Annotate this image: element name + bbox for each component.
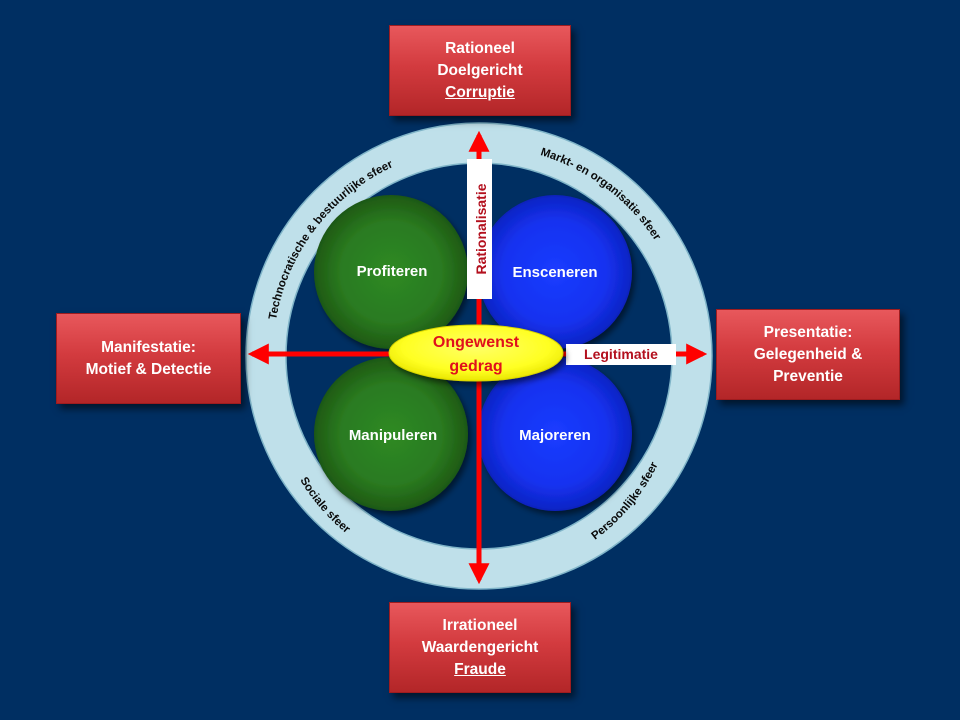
center-label-line2: gedrag (449, 358, 502, 375)
circle-manipuleren (314, 357, 468, 511)
box-rationeel: Rationeel Doelgericht Corruptie (389, 25, 571, 116)
box-manifestatie: Manifestatie: Motief & Detectie (56, 313, 241, 404)
center-ellipse (388, 324, 564, 382)
circle-profiteren (314, 195, 468, 349)
circle-ensceneren (478, 195, 632, 349)
box-presentatie: Presentatie: Gelegenheid & Preventie (716, 309, 900, 400)
box-bottom-line3: Fraude (454, 660, 506, 678)
box-top-line2: Doelgericht (437, 61, 523, 79)
outer-ring-edge (245, 122, 713, 590)
box-top-line1: Rationeel (445, 39, 515, 57)
circle-majoreren (478, 357, 632, 511)
box-top-line3: Corruptie (445, 83, 515, 101)
axis-label-rationalisatie: Rationalisatie (473, 183, 489, 274)
legitimatie-label-bg (566, 344, 676, 365)
axis-label-legitimatie: Legitimatie (584, 346, 658, 362)
box-bottom-line1: Irrationeel (442, 616, 518, 634)
box-irrationeel: Irrationeel Waardengericht Fraude (389, 602, 571, 693)
center-label-line1: Ongewenst (433, 334, 520, 351)
box-right-line1: Presentatie: (763, 323, 853, 341)
box-bottom-line2: Waardengericht (421, 638, 539, 656)
box-left-line1: Manifestatie: (101, 338, 196, 356)
box-left-line2: Motief & Detectie (85, 360, 212, 378)
rationalisatie-label-bg (467, 159, 492, 299)
circle-label-profiteren: Profiteren (357, 263, 428, 280)
circle-label-majoreren: Majoreren (519, 427, 591, 444)
box-right-line2: Gelegenheid & (753, 345, 863, 363)
box-right-line3: Preventie (773, 367, 843, 385)
circle-label-ensceneren: Ensceneren (512, 264, 597, 281)
circle-label-manipuleren: Manipuleren (349, 427, 437, 444)
